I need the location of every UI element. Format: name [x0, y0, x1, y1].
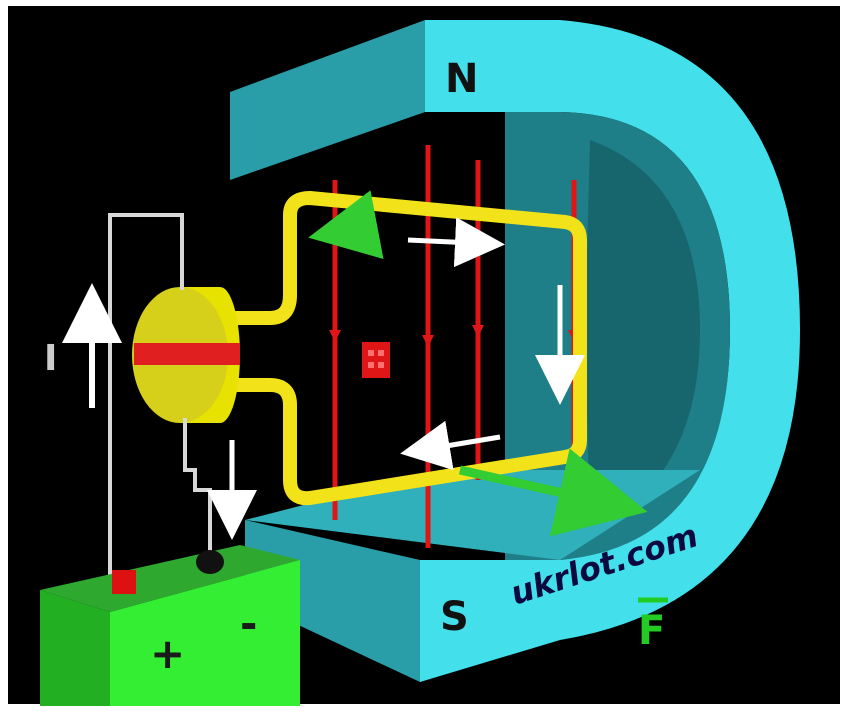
battery-minus-label: - — [240, 599, 257, 648]
force-label: F — [638, 608, 665, 654]
field-arrowhead-1 — [329, 330, 341, 342]
north-pole-label: N — [445, 56, 478, 102]
battery-top-face — [40, 545, 300, 612]
field-symbol-box — [362, 342, 390, 378]
field-symbol-detail — [378, 362, 384, 368]
south-pole-label: S — [440, 594, 469, 640]
force-arrow-top — [308, 190, 384, 260]
battery-plus-label: + — [150, 629, 185, 678]
armature-coil — [230, 191, 587, 506]
battery-side-face — [40, 590, 110, 706]
force-arrow-bottom — [459, 448, 648, 537]
battery-front-face — [110, 560, 300, 706]
coil-current-arrow-top — [407, 217, 505, 268]
magnet-curved-body — [505, 20, 800, 640]
field-arrowhead-3 — [472, 325, 484, 337]
coil-current-arrow-bottom — [400, 420, 501, 471]
field-symbol-detail — [368, 362, 374, 368]
field-symbol-detail — [378, 350, 384, 356]
field-symbol-detail — [368, 350, 374, 356]
battery-negative-terminal — [196, 550, 224, 574]
field-arrowhead-2 — [422, 335, 434, 347]
magnet-inner-shadow — [585, 140, 700, 530]
current-label: I — [44, 338, 57, 379]
magnet-south-side-face — [420, 560, 560, 682]
magnet-north-side-face — [425, 20, 505, 112]
commutator-split-band — [134, 343, 240, 365]
battery-positive-terminal — [112, 570, 136, 594]
magnet-north-front-face — [230, 20, 425, 180]
